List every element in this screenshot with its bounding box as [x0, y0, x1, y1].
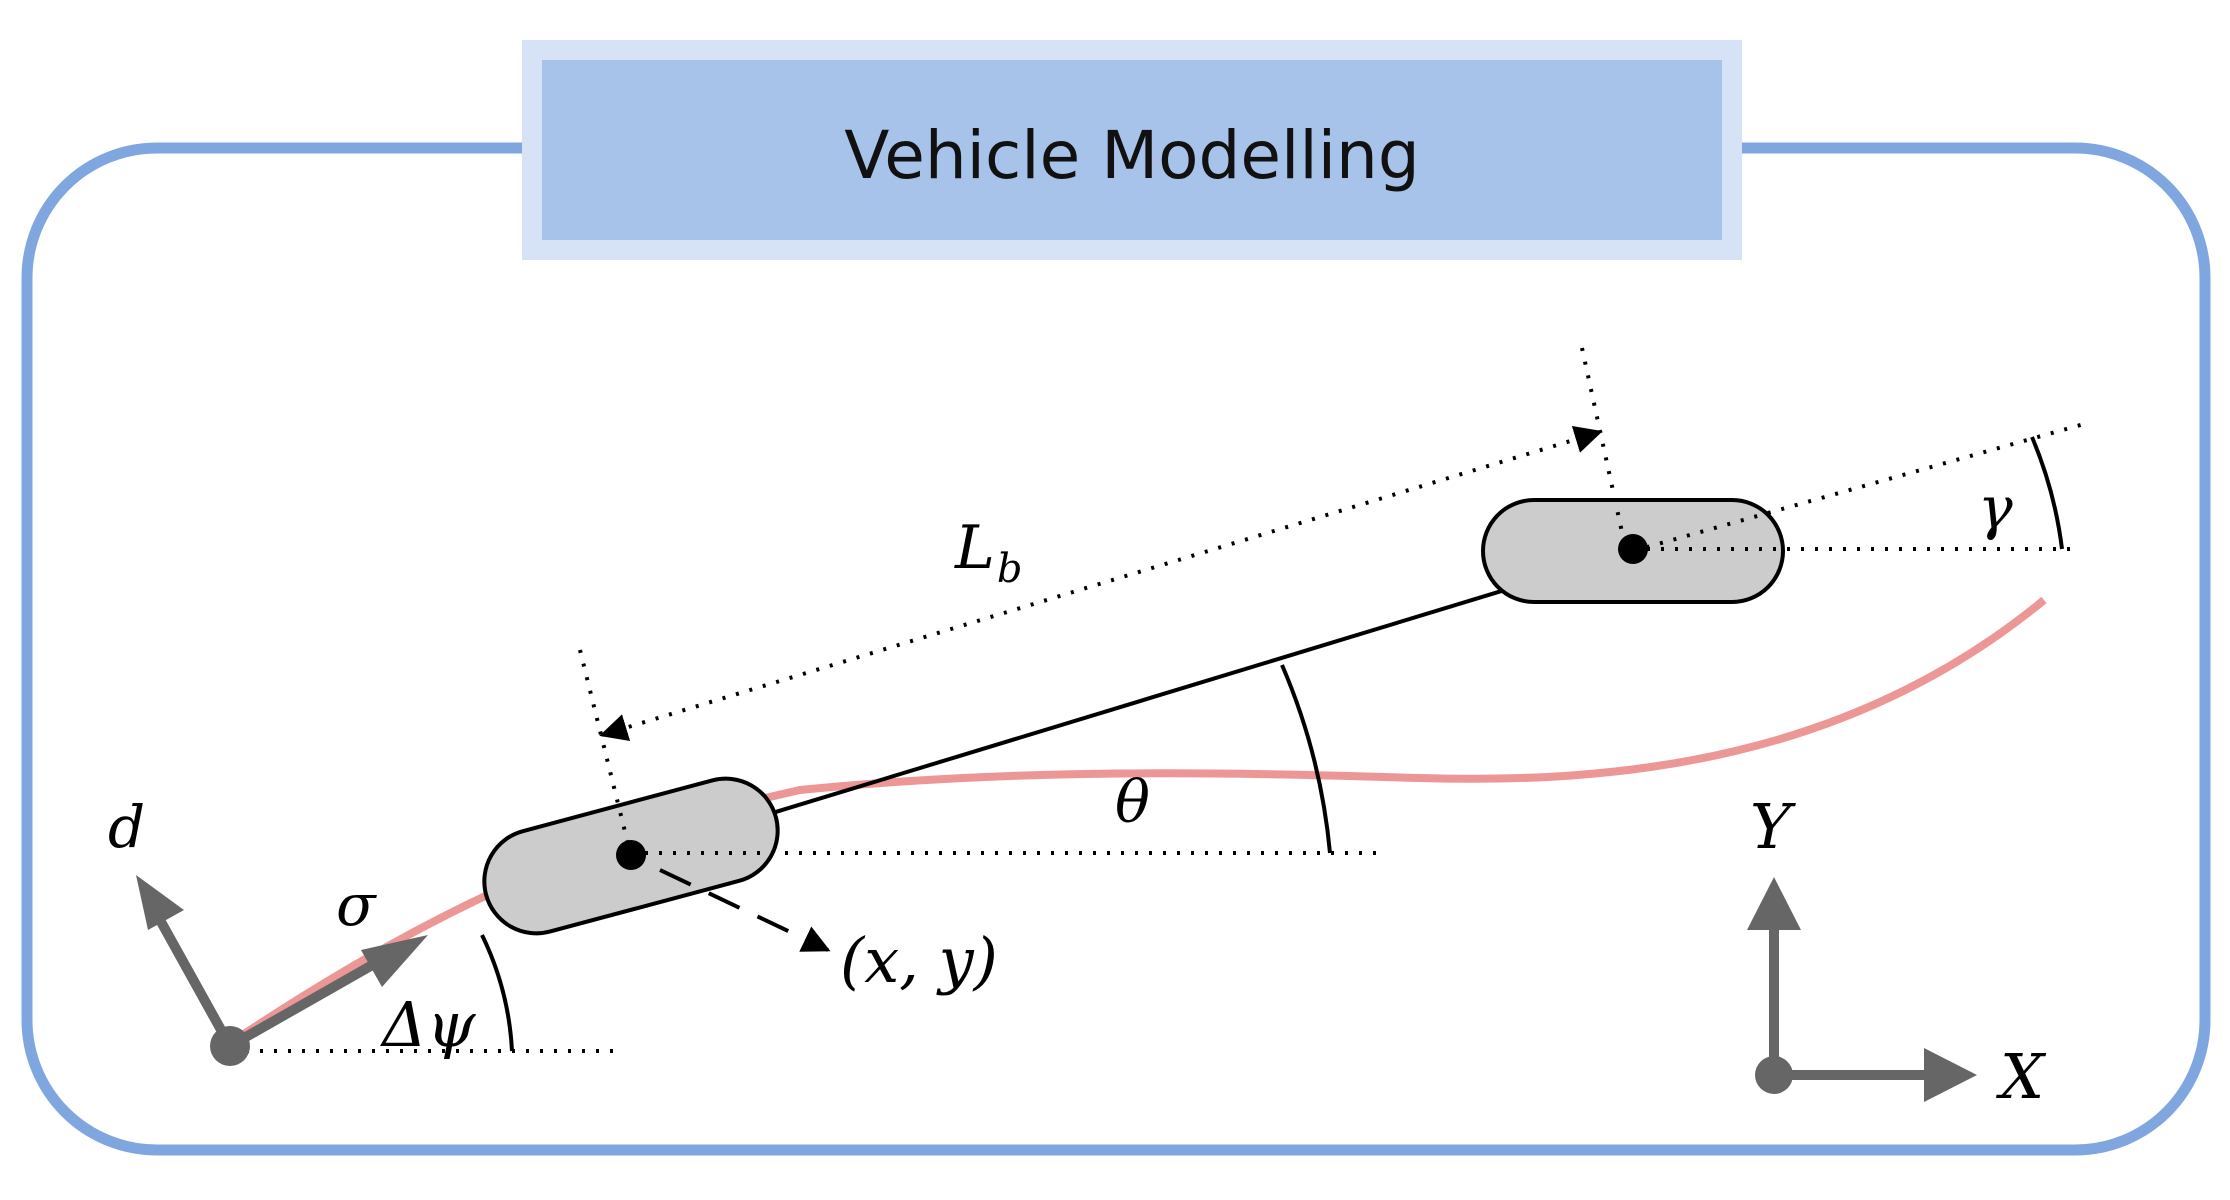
title-text: Vehicle Modelling	[844, 117, 1420, 194]
steer-direction-line	[1632, 422, 2085, 553]
delta-psi-label: Δψ	[380, 988, 477, 1061]
gamma-label: γ	[1978, 474, 2013, 542]
delta-psi-arc	[480, 934, 514, 1052]
world-origin	[1755, 1056, 1793, 1094]
gamma-arc	[2030, 436, 2064, 550]
frenet-origin	[210, 1026, 250, 1066]
wheelbase-label: Lb	[954, 513, 1022, 592]
theta-label: θ	[1115, 768, 1150, 836]
world-x-arrowhead	[1924, 1048, 1977, 1102]
diagram-frame	[21, 142, 2211, 1156]
world-frame	[1747, 877, 1977, 1102]
frenet-frame	[136, 875, 428, 1066]
frenet-d-axis	[155, 917, 235, 1049]
rear-axle-point	[616, 840, 646, 870]
title-box-inner	[542, 60, 1722, 240]
frenet-d-label: d	[108, 793, 145, 861]
theta-arc	[1280, 664, 1332, 854]
frenet-d-arrowhead	[136, 875, 184, 930]
world-x-label: X	[1996, 1040, 2047, 1113]
title-box: Vehicle Modelling	[522, 40, 1742, 260]
front-perp-line	[1580, 347, 1627, 547]
position-label: (x, y)	[840, 924, 998, 997]
world-y-label: Y	[1750, 790, 1796, 863]
front-axle-point	[1618, 534, 1648, 564]
world-y-arrowhead	[1747, 877, 1801, 930]
frenet-sigma-label: σ	[336, 871, 377, 939]
frenet-sigma-axis	[227, 950, 393, 1051]
wheelbase-dimension	[599, 425, 1603, 742]
position-pointer	[659, 868, 831, 952]
frenet-sigma-arrowhead	[361, 935, 428, 987]
